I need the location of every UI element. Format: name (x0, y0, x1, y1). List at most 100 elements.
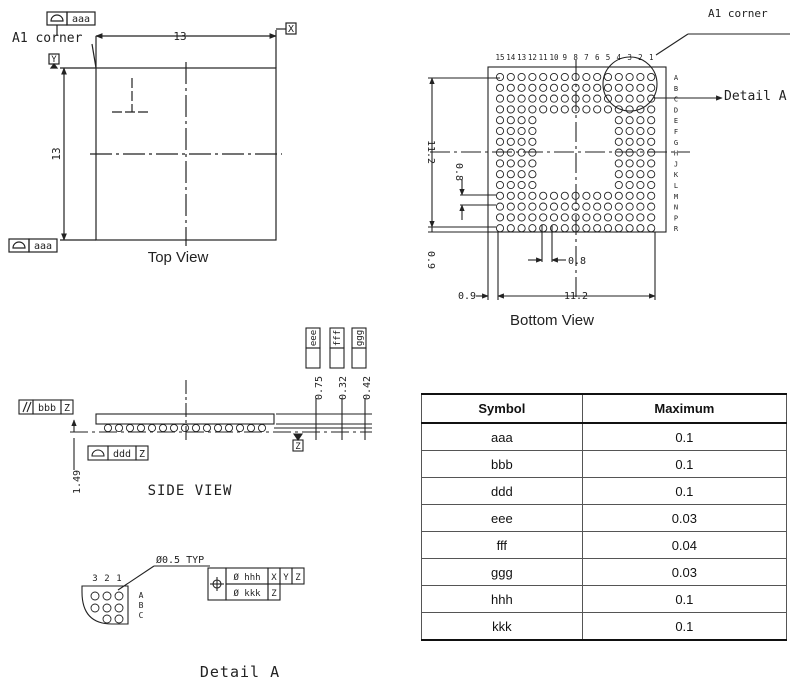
cell-symbol: ggg (421, 558, 583, 586)
column-label: 12 (528, 53, 537, 62)
solder-ball (636, 202, 645, 211)
solder-ball (560, 83, 569, 92)
solder-ball (517, 83, 526, 92)
header-maximum: Maximum (581, 393, 788, 424)
solder-ball (506, 148, 515, 157)
solder-ball (539, 83, 548, 92)
solder-ball (593, 191, 602, 200)
solder-ball (636, 148, 645, 157)
detail-fcf1-datum-z: Z (295, 573, 301, 583)
side-fcf-parallel-tol: bbb (38, 403, 56, 414)
solder-ball (571, 213, 580, 222)
solder-ball (517, 137, 526, 146)
row-label: B (674, 85, 678, 93)
side-fcf-parallel-datum: Z (64, 403, 70, 414)
solder-ball (495, 105, 505, 114)
bottom-view-a1-label: A1 corner (708, 7, 768, 20)
side-dim-total: 1.49 (72, 470, 83, 494)
solder-ball (636, 137, 645, 146)
solder-ball (647, 116, 656, 125)
solder-ball (560, 224, 569, 233)
bottom-view-dim-edge-bottom: 0.9 (458, 291, 476, 302)
solder-ball (636, 180, 645, 190)
solder-ball (614, 94, 623, 103)
detail-col-1: 1 (116, 574, 121, 584)
solder-ball (614, 148, 623, 157)
solder-ball (593, 202, 602, 211)
detail-fcf2-datum-z: Z (271, 589, 277, 599)
detail-a-title: Detail A (200, 663, 280, 681)
solder-ball (582, 72, 591, 82)
cell-symbol: ddd (421, 477, 583, 505)
solder-ball (593, 224, 602, 233)
row-label: J (674, 160, 678, 168)
solder-ball (549, 191, 559, 200)
solder-ball (560, 72, 569, 82)
solder-ball (625, 159, 634, 168)
column-label: 8 (573, 53, 578, 62)
solder-ball (582, 213, 591, 222)
solder-ball (560, 94, 569, 103)
row-label: P (674, 214, 678, 222)
solder-ball (506, 159, 515, 168)
side-ball (147, 423, 157, 433)
solder-ball (647, 72, 656, 82)
solder-ball (528, 148, 537, 157)
solder-ball (647, 94, 656, 103)
solder-ball (636, 94, 645, 103)
solder-ball (517, 191, 526, 200)
cell-max: 0.1 (581, 477, 788, 505)
solder-ball (593, 94, 602, 103)
solder-ball (636, 213, 645, 222)
solder-ball (528, 116, 537, 125)
datum-y-label: Y (51, 55, 57, 65)
solder-ball (528, 105, 537, 114)
solder-ball (603, 213, 613, 222)
detail-ball (90, 591, 100, 601)
solder-ball (495, 126, 505, 136)
solder-ball (614, 72, 623, 82)
solder-ball (506, 180, 515, 190)
solder-ball (625, 105, 634, 114)
solder-ball (603, 83, 613, 92)
detail-col-3: 3 (92, 574, 97, 584)
detail-row-c: C (139, 611, 144, 620)
side-ball (103, 423, 113, 433)
solder-ball (571, 94, 580, 103)
solder-ball (625, 202, 634, 211)
cell-symbol: hhh (421, 585, 583, 613)
detail-row-a: A (139, 591, 144, 600)
solder-ball (517, 94, 526, 103)
solder-ball (582, 224, 591, 233)
solder-ball (625, 170, 634, 179)
solder-ball (625, 83, 634, 92)
top-view (8, 11, 297, 253)
solder-ball (539, 105, 548, 114)
solder-ball (517, 180, 526, 190)
solder-ball (506, 105, 515, 114)
solder-ball (549, 202, 559, 211)
solder-ball (614, 191, 623, 200)
solder-ball (603, 105, 613, 114)
bottom-view-dim-width: 11.2 (564, 291, 588, 302)
detail-ball (90, 603, 100, 613)
detail-a-callout-label: Detail A (724, 89, 787, 104)
solder-ball (539, 191, 548, 200)
cell-symbol: fff (421, 531, 583, 559)
side-view-package-body (95, 413, 275, 425)
solder-ball (549, 213, 559, 222)
solder-ball (549, 72, 559, 82)
solder-ball (528, 159, 537, 168)
column-label: 2 (638, 53, 643, 62)
solder-ball (495, 202, 505, 211)
solder-ball (603, 72, 613, 82)
detail-ball (102, 591, 112, 601)
side-ball (213, 423, 223, 433)
detail-fcf1-datum-y: Y (283, 573, 289, 583)
side-dim-b: 0.32 (338, 376, 349, 400)
detail-row-b: B (139, 601, 144, 610)
solder-ball (603, 202, 613, 211)
